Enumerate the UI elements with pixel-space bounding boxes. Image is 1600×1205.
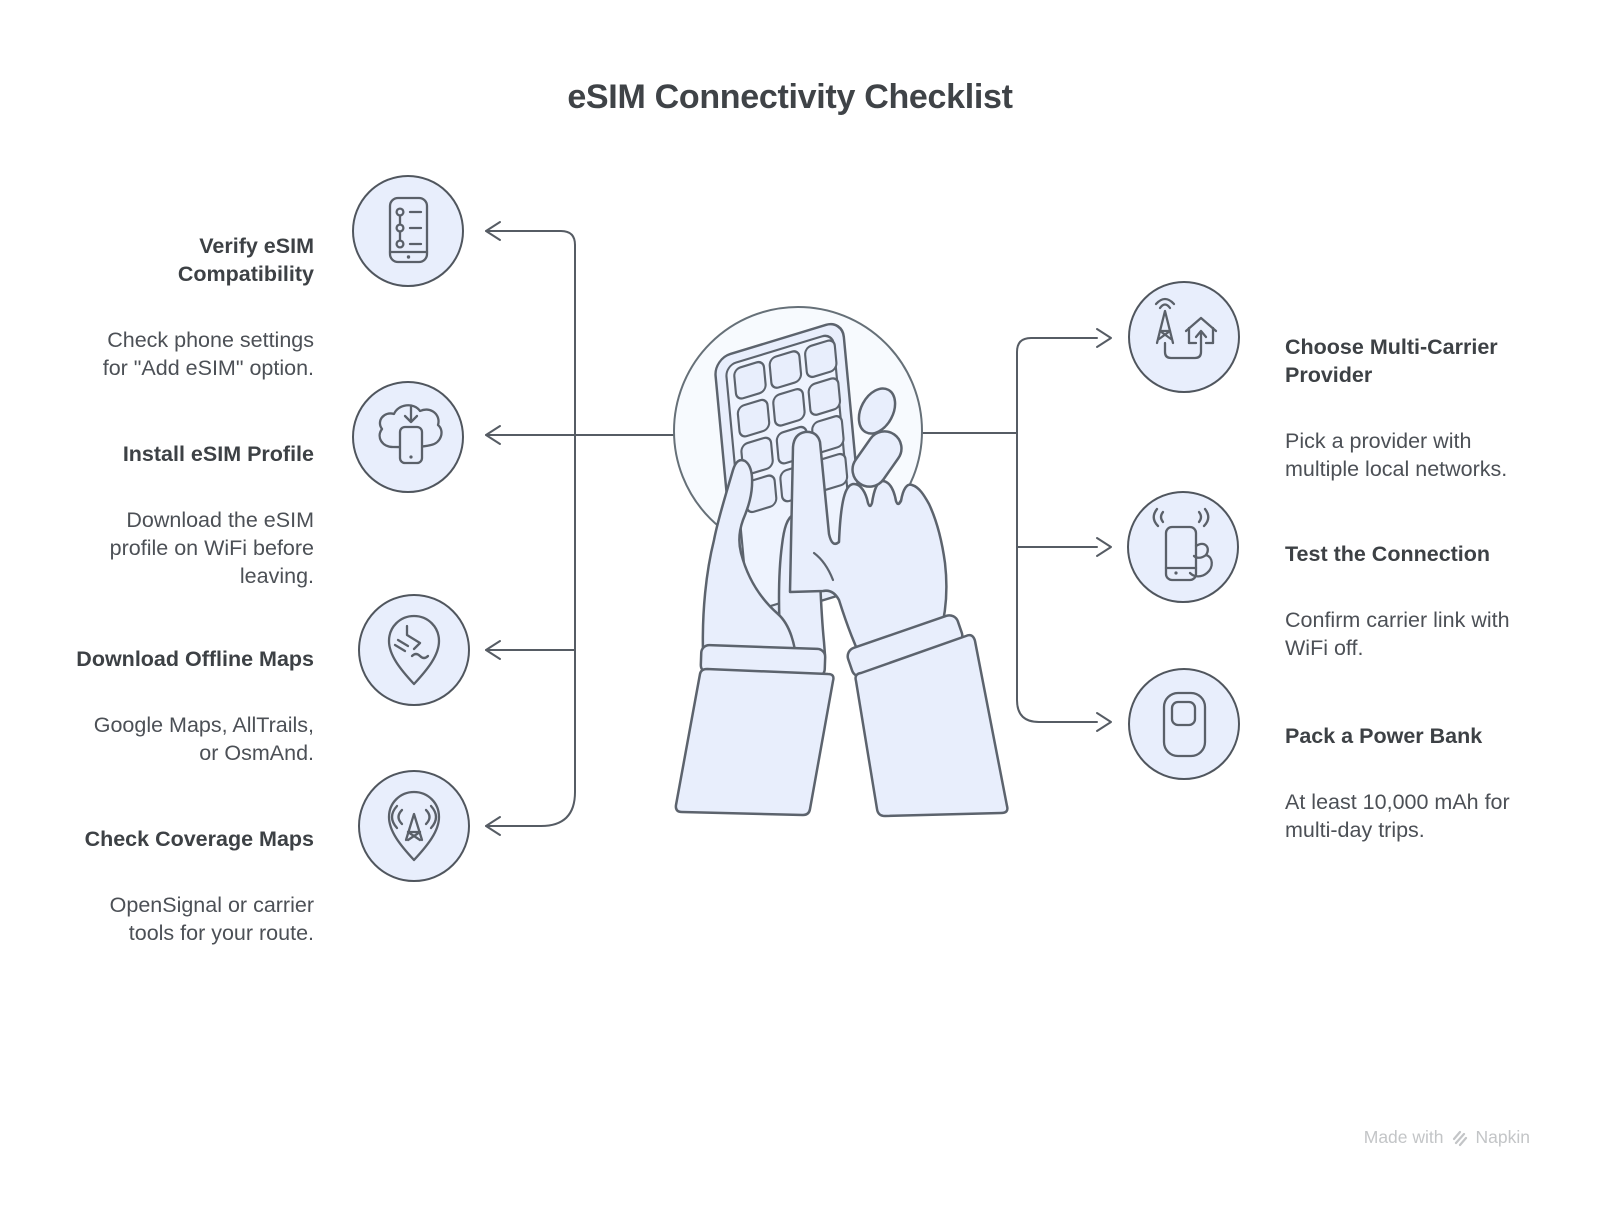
right-connector-lines bbox=[919, 328, 1112, 732]
arrow-right-1 bbox=[1096, 328, 1112, 348]
item-body: Pick a provider with multiple local netw… bbox=[1285, 429, 1508, 481]
watermark: Made with Napkin bbox=[1364, 1127, 1530, 1148]
carrier-tower-home-icon bbox=[1127, 280, 1241, 394]
item-body: Check phone settings for "Add eSIM" opti… bbox=[102, 328, 314, 380]
checklist-item-test-the-connection: Test the Connection Confirm carrier link… bbox=[1285, 522, 1600, 680]
checklist-item-check-coverage-maps: Check Coverage Maps OpenSignal or carrie… bbox=[0, 807, 314, 965]
cloud-download-icon bbox=[351, 380, 465, 494]
checklist-item-verify-esim-compatibility: Verify eSIM Compatibility Check phone se… bbox=[0, 214, 314, 400]
offline-map-pin-icon bbox=[357, 593, 471, 707]
item-title: Pack a Power Bank bbox=[1285, 724, 1483, 748]
hands-using-smartphone-illustration bbox=[673, 306, 1009, 818]
left-sleeve bbox=[674, 667, 835, 817]
page-title: eSIM Connectivity Checklist bbox=[567, 78, 1013, 116]
item-title: Download Offline Maps bbox=[76, 647, 314, 671]
checklist-item-pack-a-power-bank: Pack a Power Bank At least 10,000 mAh fo… bbox=[1285, 704, 1600, 862]
phone-settings-icon bbox=[351, 174, 465, 288]
item-title: Test the Connection bbox=[1285, 542, 1491, 566]
item-body: At least 10,000 mAh for multi-day trips. bbox=[1285, 790, 1510, 842]
arrow-left-1 bbox=[485, 221, 501, 241]
arrow-left-2 bbox=[485, 425, 501, 445]
checklist-item-download-offline-maps: Download Offline Maps Google Maps, AllTr… bbox=[0, 627, 314, 785]
item-title: Check Coverage Maps bbox=[84, 827, 314, 851]
napkin-logo-icon bbox=[1452, 1130, 1467, 1146]
arrow-left-4 bbox=[485, 816, 501, 836]
coverage-signal-pin-icon bbox=[357, 769, 471, 883]
phone-hand-signal-icon bbox=[1126, 490, 1240, 604]
item-body: Download the eSIM profile on WiFi before… bbox=[109, 508, 314, 588]
right-sleeve bbox=[854, 633, 1009, 818]
power-bank-icon bbox=[1127, 667, 1241, 781]
item-title: Choose Multi-Carrier Provider bbox=[1285, 335, 1498, 387]
item-body: Google Maps, AllTrails, or OsmAnd. bbox=[93, 713, 314, 765]
watermark-brand: Napkin bbox=[1475, 1127, 1530, 1147]
arrow-right-2 bbox=[1096, 537, 1112, 557]
checklist-item-install-esim-profile: Install eSIM Profile Download the eSIM p… bbox=[0, 422, 314, 608]
left-connector-lines bbox=[485, 221, 701, 836]
item-body: Confirm carrier link with WiFi off. bbox=[1285, 608, 1510, 660]
item-body: OpenSignal or carrier tools for your rou… bbox=[109, 893, 314, 945]
item-title: Install eSIM Profile bbox=[122, 442, 314, 466]
arrow-left-3 bbox=[485, 640, 501, 660]
watermark-prefix: Made with bbox=[1363, 1127, 1444, 1147]
item-title: Verify eSIM Compatibility bbox=[177, 234, 314, 286]
arrow-right-3 bbox=[1096, 712, 1112, 732]
checklist-item-choose-multi-carrier-provider: Choose Multi-Carrier Provider Pick a pro… bbox=[1285, 315, 1600, 501]
